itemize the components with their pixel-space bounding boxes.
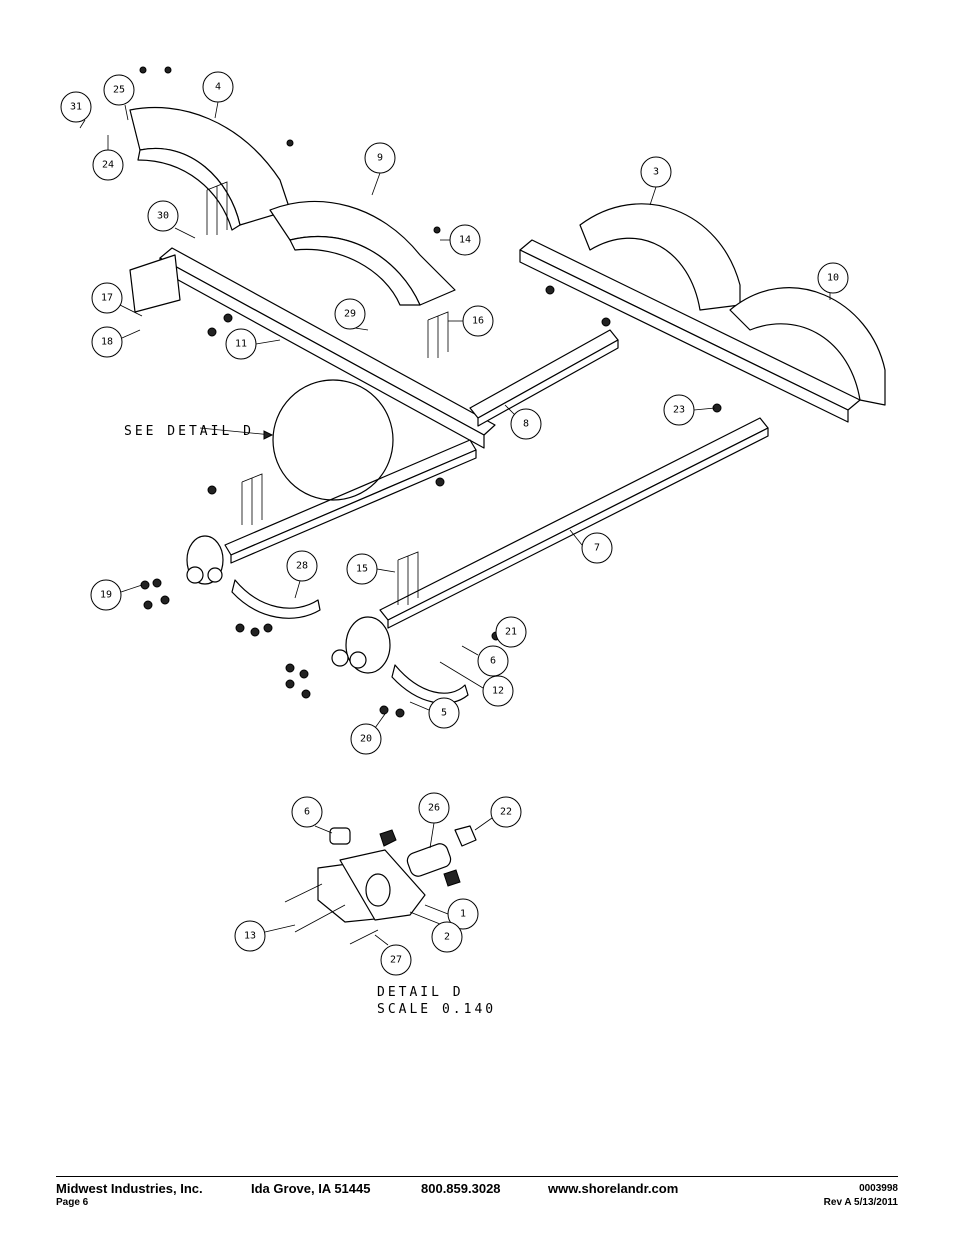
svg-text:28: 28 (296, 561, 308, 572)
callout-15: 15 (346, 553, 396, 585)
svg-text:30: 30 (157, 211, 169, 222)
svg-text:23: 23 (673, 405, 685, 416)
callout-6a: 6 (461, 645, 509, 677)
callout-3: 3 (640, 156, 672, 206)
footer-doc-number: 0003998 (859, 1183, 898, 1194)
callout-26: 26 (418, 792, 450, 849)
callout-19: 19 (90, 579, 143, 611)
svg-text:19: 19 (100, 590, 112, 601)
hub-left (186, 535, 224, 585)
svg-text:16: 16 (472, 316, 484, 327)
svg-text:12: 12 (492, 686, 504, 697)
axle-7 (379, 417, 769, 629)
svg-text:7: 7 (594, 543, 600, 554)
u-bolt-top (206, 181, 228, 235)
svg-text:17: 17 (101, 293, 113, 304)
svg-text:15: 15 (356, 564, 368, 575)
axle-left (224, 439, 477, 564)
callout-11: 11 (225, 328, 281, 360)
svg-text:26: 26 (428, 803, 440, 814)
detail-title: DETAIL D (377, 985, 464, 1000)
callout-30: 30 (147, 200, 196, 239)
footer-location: Ida Grove, IA 51445 (251, 1181, 371, 1196)
svg-text:31: 31 (70, 102, 82, 113)
callout-22: 22 (474, 796, 522, 831)
fender-3 (579, 203, 741, 311)
callout-6b: 6 (291, 796, 333, 834)
detail-d-assembly (284, 825, 477, 945)
spring-28 (231, 579, 321, 619)
svg-text:27: 27 (390, 955, 402, 966)
callout-2: 2 (409, 911, 463, 953)
footer-website[interactable]: www.shorelandr.com (548, 1181, 679, 1196)
detail-scale: SCALE 0.140 (377, 1002, 496, 1017)
detail-d-circle (199, 379, 394, 501)
svg-text:6: 6 (490, 656, 496, 667)
callout-10: 10 (817, 262, 849, 300)
svg-text:24: 24 (102, 160, 114, 171)
callout-14: 14 (440, 224, 481, 256)
callout-4: 4 (202, 71, 234, 119)
svg-text:14: 14 (459, 235, 471, 246)
callout-8: 8 (504, 404, 542, 440)
callout-21: 21 (495, 616, 527, 648)
hub-right (331, 616, 391, 674)
footer-page: Page 6 (56, 1197, 89, 1208)
footer-company: Midwest Industries, Inc. (56, 1181, 203, 1196)
svg-text:25: 25 (113, 85, 125, 96)
u-bolt-16 (427, 311, 449, 358)
svg-text:4: 4 (215, 82, 221, 93)
callout-1: 1 (424, 898, 479, 930)
callout-27: 27 (374, 934, 412, 976)
callout-17: 17 (91, 282, 143, 317)
cross-member-8 (469, 329, 619, 427)
callout-5: 5 (409, 697, 460, 729)
callout-31: 31 (60, 91, 92, 129)
hardware-nuts (139, 66, 722, 718)
svg-text:20: 20 (360, 734, 372, 745)
u-bolt-left (241, 473, 263, 525)
svg-text:22: 22 (500, 807, 512, 818)
callout-23: 23 (663, 394, 716, 426)
page-footer: Midwest Industries, Inc. Ida Grove, IA 5… (56, 1176, 898, 1208)
callout-16: 16 (448, 305, 494, 337)
frame-rail-left (129, 247, 496, 449)
callout-20: 20 (350, 713, 386, 755)
callout-28: 28 (286, 550, 318, 599)
fender-10 (729, 287, 886, 406)
svg-text:6: 6 (304, 807, 310, 818)
svg-text:11: 11 (235, 339, 247, 350)
frame-rail-right (519, 239, 861, 423)
svg-text:10: 10 (827, 273, 839, 284)
svg-text:13: 13 (244, 931, 256, 942)
callout-29: 29 (334, 298, 369, 331)
svg-text:18: 18 (101, 337, 113, 348)
spring-5 (391, 664, 469, 704)
footer-revision: Rev A 5/13/2011 (823, 1197, 898, 1208)
callout-25: 25 (103, 74, 135, 121)
svg-text:2: 2 (444, 932, 450, 943)
callout-13: 13 (234, 920, 296, 952)
callout-18: 18 (91, 326, 141, 358)
fender-9 (269, 200, 456, 306)
svg-text:5: 5 (441, 708, 447, 719)
callout-7: 7 (569, 529, 613, 564)
see-detail-label: SEE DETAIL D (124, 424, 254, 439)
u-bolt-15 (397, 551, 419, 605)
callout-12: 12 (439, 661, 514, 707)
svg-text:21: 21 (505, 627, 517, 638)
svg-text:3: 3 (653, 167, 659, 178)
svg-text:29: 29 (344, 309, 356, 320)
svg-text:8: 8 (523, 419, 529, 430)
callout-24: 24 (92, 135, 124, 181)
callout-9: 9 (364, 142, 396, 196)
svg-text:9: 9 (377, 153, 383, 164)
footer-phone: 800.859.3028 (421, 1181, 501, 1196)
svg-text:1: 1 (460, 909, 466, 920)
